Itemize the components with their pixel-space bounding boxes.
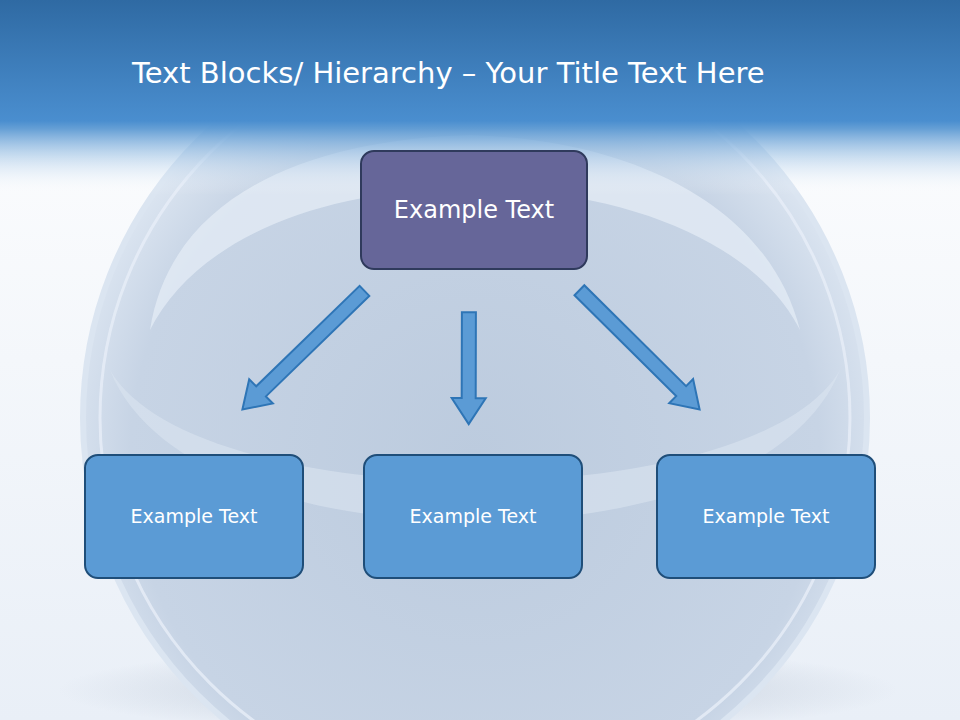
slide-title: Text Blocks/ Hierarchy – Your Title Text… xyxy=(132,56,765,90)
child-box: Example Text xyxy=(656,454,876,579)
block-arrow xyxy=(452,312,486,424)
box-text: Example Text xyxy=(131,505,258,527)
block-arrow xyxy=(242,286,369,410)
box-text: Example Text xyxy=(703,505,830,527)
box-text: Example Text xyxy=(394,196,554,224)
box-text: Example Text xyxy=(410,505,537,527)
child-box: Example Text xyxy=(84,454,304,579)
title-text: Text Blocks/ Hierarchy – Your Title Text… xyxy=(132,56,765,90)
block-arrow xyxy=(575,285,700,409)
top-box: Example Text xyxy=(360,150,588,270)
child-box: Example Text xyxy=(363,454,583,579)
